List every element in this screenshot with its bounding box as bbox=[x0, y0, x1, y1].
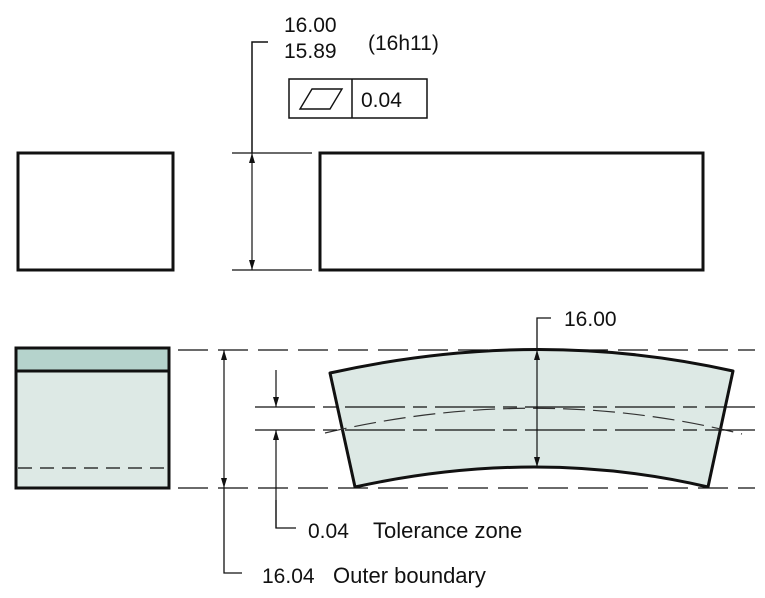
tolerance-leader bbox=[275, 500, 296, 529]
tolerance-zone-value: 0.04 bbox=[308, 520, 349, 543]
nominal-value: 16.00 bbox=[564, 308, 617, 331]
feature-control-frame: 0.04 bbox=[288, 78, 428, 119]
outer-boundary-value: 16.04 bbox=[262, 565, 315, 588]
fit-class: (16h11) bbox=[368, 32, 439, 55]
nominal-leader bbox=[536, 317, 551, 350]
side-view-rect bbox=[318, 151, 705, 272]
upper-limit: 16.00 bbox=[284, 14, 337, 37]
fcf-tolerance: 0.04 bbox=[361, 89, 402, 112]
outer-boundary-label: Outer boundary bbox=[333, 563, 486, 588]
top-view: 16.00 15.89 (16h11) 0.04 bbox=[16, 14, 705, 272]
leader-line bbox=[251, 41, 268, 153]
end-view-part bbox=[14, 346, 171, 490]
outer-boundary-leader bbox=[223, 488, 242, 574]
lower-limit: 15.89 bbox=[284, 40, 337, 63]
bottom-view: 16.04 Outer boundary 0.04 Tolerance zone… bbox=[14, 308, 755, 588]
end-view-rect bbox=[16, 151, 175, 272]
tolerance-zone-label: Tolerance zone bbox=[373, 518, 522, 543]
parallelogram-flatness-icon bbox=[298, 88, 344, 110]
bent-part bbox=[328, 348, 735, 489]
